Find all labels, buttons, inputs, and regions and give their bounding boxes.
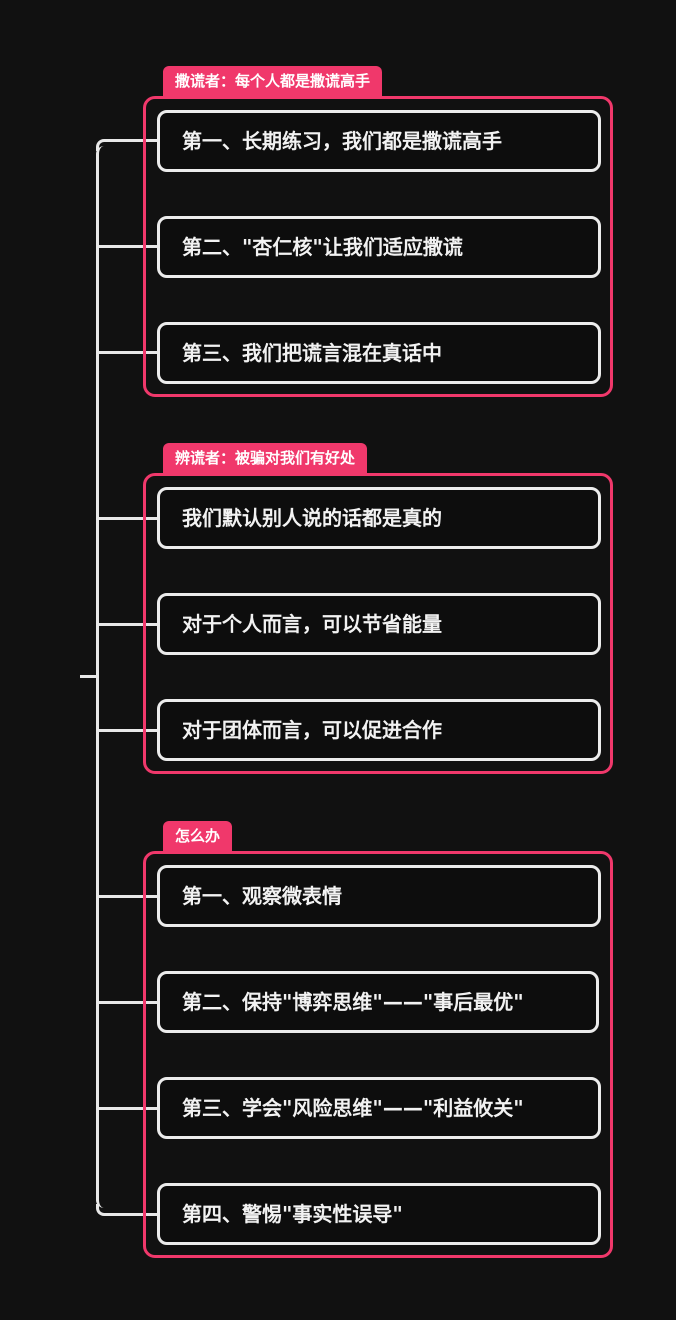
branch-connector xyxy=(96,1001,158,1004)
branch-connector xyxy=(96,245,158,248)
group-boundary-liars xyxy=(143,96,613,397)
topic-node[interactable]: 对于团体而言，可以促进合作 xyxy=(157,699,601,761)
trunk-connector xyxy=(96,146,110,1208)
branch-connector xyxy=(96,729,158,732)
branch-connector xyxy=(96,517,158,520)
root-connector-stub xyxy=(80,675,98,678)
group-boundary-what-to-do xyxy=(143,851,613,1258)
branch-connector xyxy=(96,1107,158,1110)
topic-node[interactable]: 对于个人而言，可以节省能量 xyxy=(157,593,601,655)
group-label-liars[interactable]: 撒谎者：每个人都是撒谎高手 xyxy=(163,66,383,97)
group-label-detectors[interactable]: 辨谎者：被骗对我们有好处 xyxy=(163,443,368,474)
topic-node[interactable]: 第一、长期练习，我们都是撒谎高手 xyxy=(157,110,601,172)
group-boundary-detectors xyxy=(143,473,613,774)
topic-node[interactable]: 第三、学会"风险思维"——"利益攸关" xyxy=(157,1077,601,1139)
topic-node[interactable]: 第二、保持"博弈思维"——"事后最优" xyxy=(157,971,599,1033)
branch-connector xyxy=(96,1204,158,1216)
topic-node[interactable]: 第三、我们把谎言混在真话中 xyxy=(157,322,601,384)
branch-connector xyxy=(96,623,158,626)
branch-connector xyxy=(96,351,158,354)
branch-connector xyxy=(96,895,158,898)
topic-node[interactable]: 我们默认别人说的话都是真的 xyxy=(157,487,601,549)
branch-connector xyxy=(96,139,158,151)
group-label-what-to-do[interactable]: 怎么办 xyxy=(163,821,233,852)
topic-node[interactable]: 第四、警惕"事实性误导" xyxy=(157,1183,601,1245)
topic-node[interactable]: 第一、观察微表情 xyxy=(157,865,601,927)
topic-node[interactable]: 第二、"杏仁核"让我们适应撒谎 xyxy=(157,216,601,278)
